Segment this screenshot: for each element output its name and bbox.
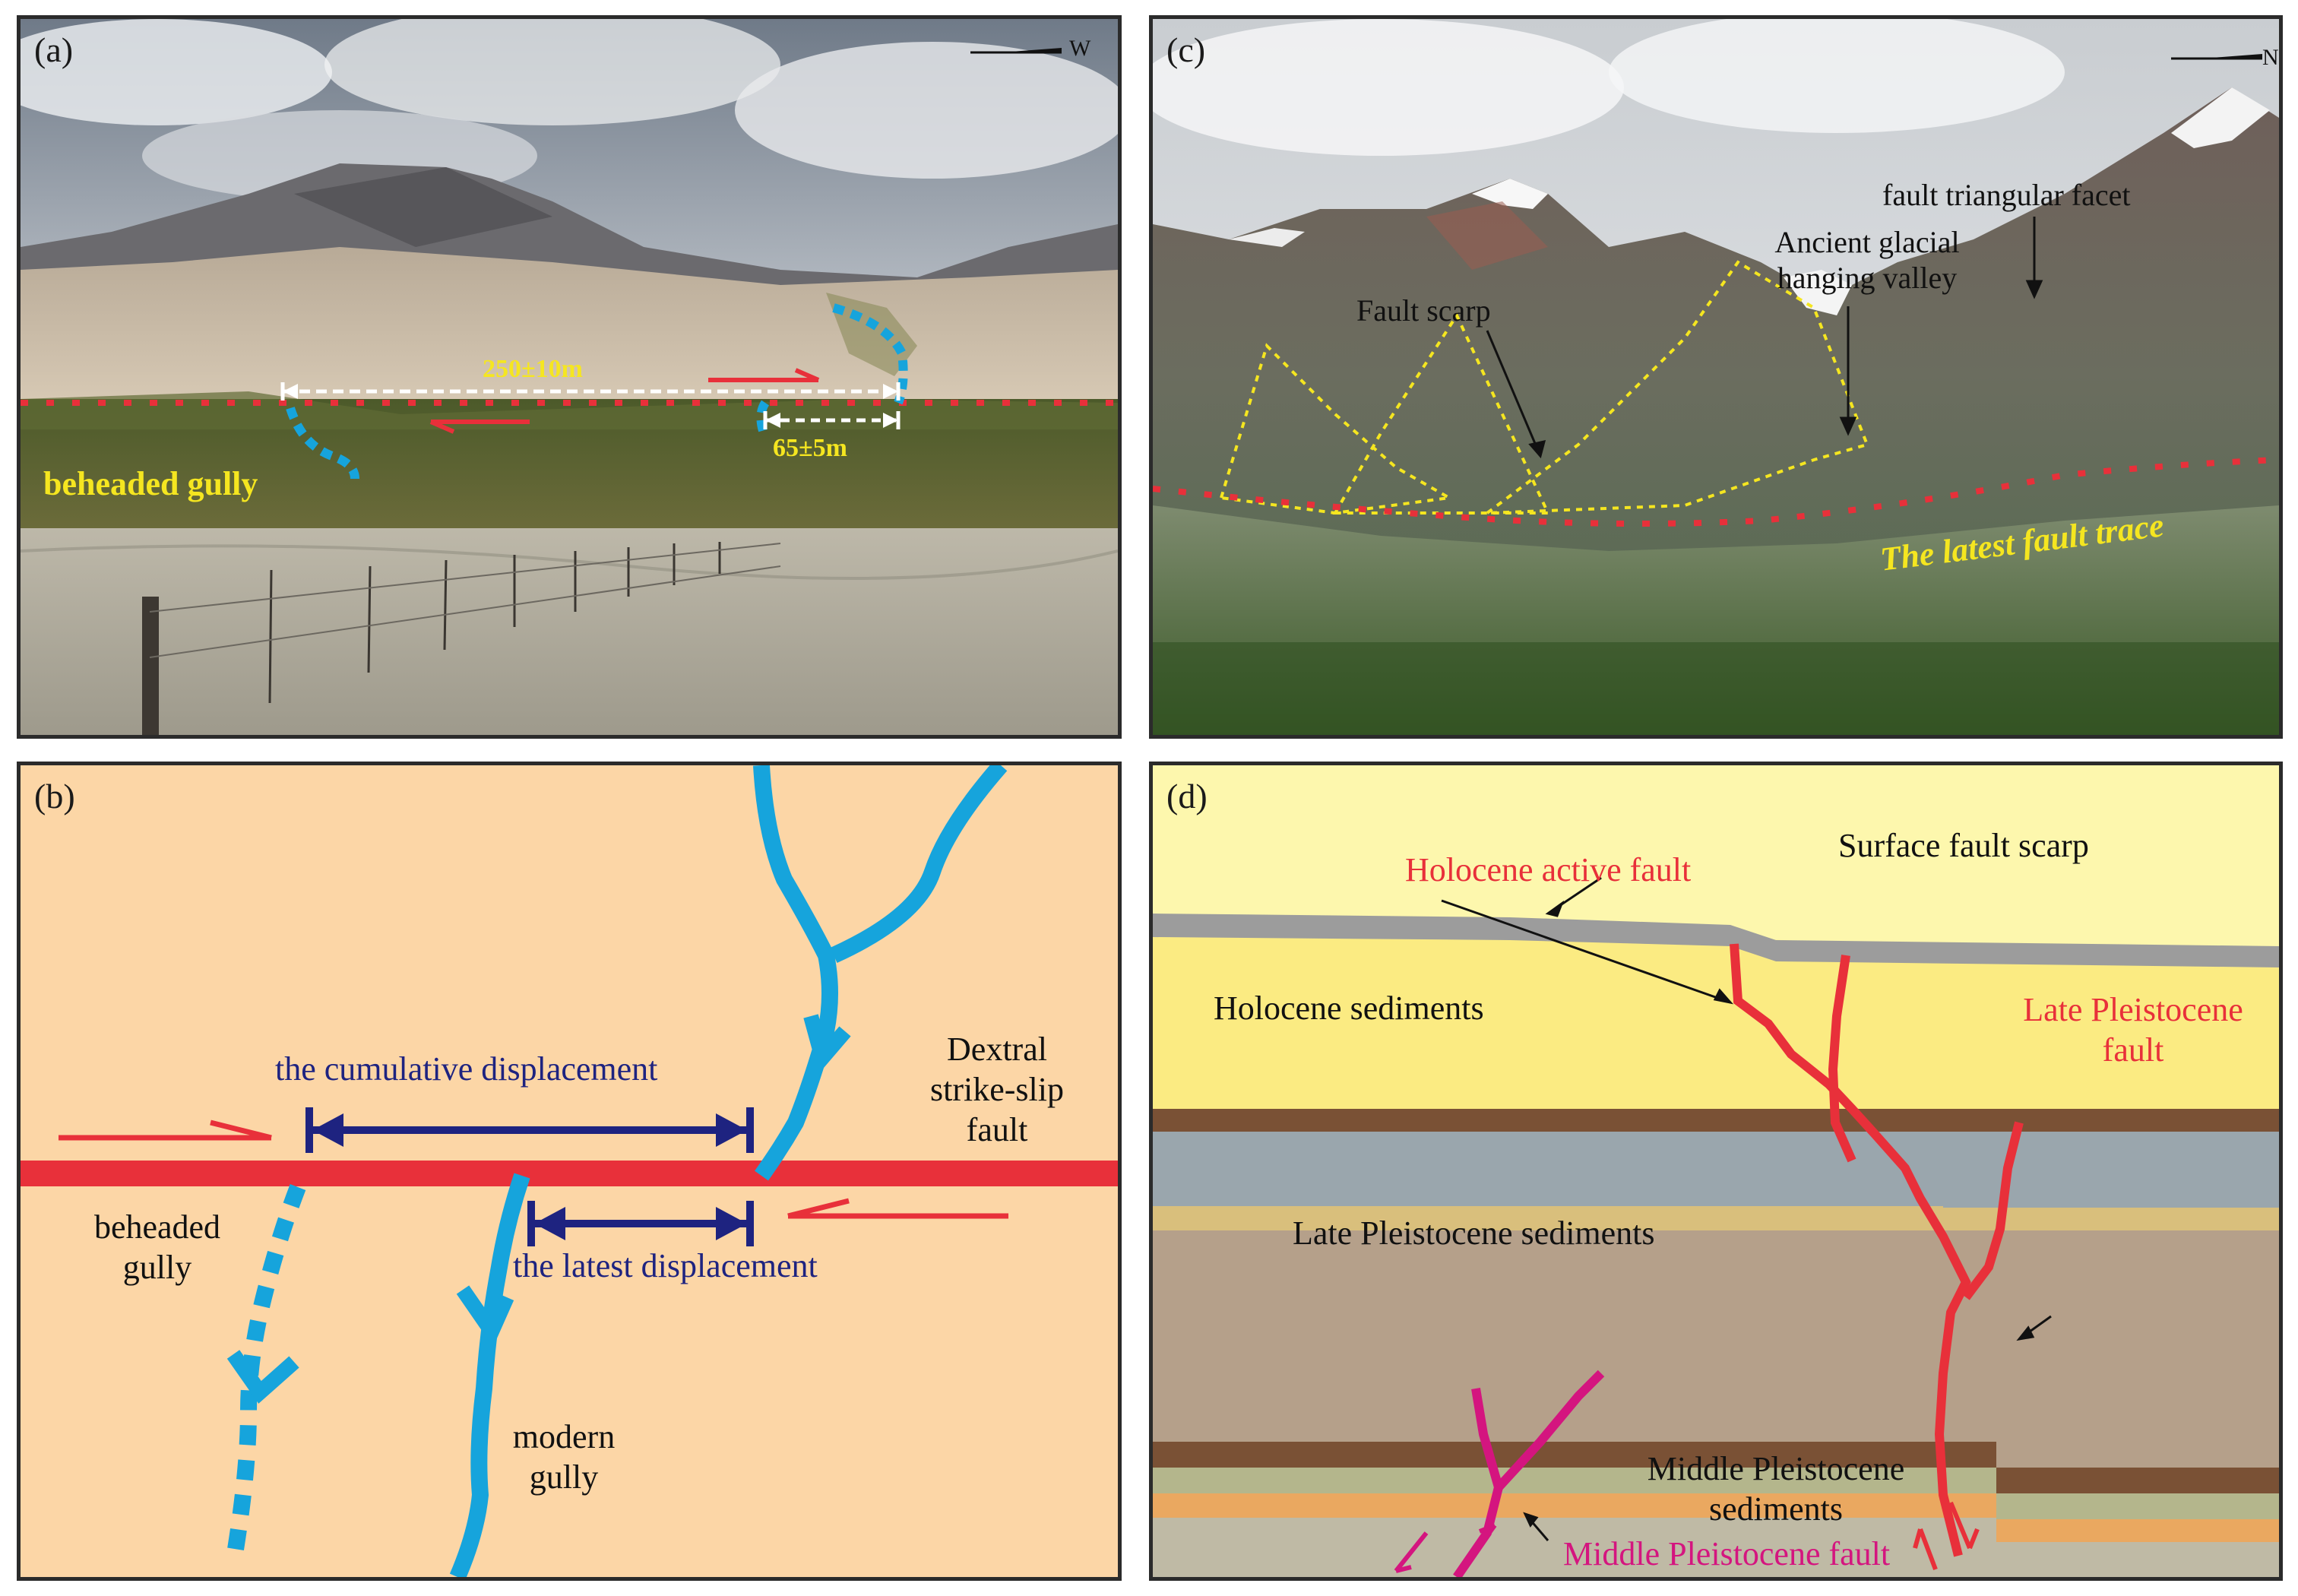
panel-d-cross-section: (d) Surface fault scarp Holocene active … xyxy=(1149,762,2283,1581)
glacial-valley-line-1: Ancient glacial xyxy=(1774,225,1960,259)
late-pleistocene-fault-line xyxy=(1962,1121,2024,1300)
panel-c-photo: (c) N fault triangular facet Ancient gla… xyxy=(1149,15,2283,739)
upper-gully-b xyxy=(753,765,838,1181)
fault-scarp-label: Fault scarp xyxy=(1356,293,1491,328)
latest-displacement-label: the latest displacement xyxy=(513,1247,818,1284)
modern-gully-label: modern gully xyxy=(480,1417,647,1498)
beheaded-gully-trace xyxy=(286,407,359,480)
dextral-fault-label: Dextral strike-slip fault xyxy=(894,1030,1100,1150)
offset-total-label: 250±10m xyxy=(483,355,583,383)
late-pleistocene-fault-line-2: fault xyxy=(2102,1031,2164,1069)
dextral-fault-line-2: strike-slip xyxy=(930,1070,1064,1108)
panel-a-label: (a) xyxy=(34,30,74,69)
late-pleistocene-fault-label: Late Pleistocene fault xyxy=(1974,990,2279,1071)
dextral-fault-line xyxy=(21,1161,1118,1186)
beheaded-gully-b-line-1: beheaded xyxy=(93,1208,221,1246)
holocene-layer xyxy=(1153,931,2279,1109)
beheaded-gully-b-label: beheaded gully xyxy=(59,1208,256,1288)
dextral-fault-line-1: Dextral xyxy=(947,1031,1047,1068)
north-indicator-c: N xyxy=(2262,45,2279,70)
panel-d-label: (d) xyxy=(1166,777,1208,815)
late-pleistocene-layer xyxy=(1153,1230,2279,1442)
late-pleistocene-fault-line-1: Late Pleistocene xyxy=(2023,991,2243,1028)
modern-gully-channel xyxy=(449,1173,530,1577)
panel-b-drawing xyxy=(21,765,1118,1577)
upper-gully-a xyxy=(832,303,908,405)
beheaded-gully-label: beheaded gully xyxy=(43,465,258,502)
north-indicator-a: W xyxy=(1069,36,1091,61)
facet-label: fault triangular facet xyxy=(1882,178,2131,212)
panel-b-label: (b) xyxy=(34,777,75,815)
holocene-active-fault-line xyxy=(1730,943,1971,1557)
offset-latest-label: 65±5m xyxy=(773,434,847,462)
cumulative-displacement-label: the cumulative displacement xyxy=(275,1050,658,1088)
middle-pleistocene-sediments-line-1: Middle Pleistocene xyxy=(1647,1450,1905,1487)
panel-a-photo: (a) W 250±10m 65±5m beheaded gully xyxy=(17,15,1122,739)
modern-gully-line-1: modern xyxy=(512,1418,616,1455)
surface-fault-scarp-label: Surface fault scarp xyxy=(1838,827,2089,864)
holocene-sediments-label: Holocene sediments xyxy=(1214,990,1484,1027)
glacial-valley-label: Ancient glacial hanging valley xyxy=(1708,224,2027,296)
beheaded-gully-channel xyxy=(225,1184,306,1565)
glacial-valley-line-2: hanging valley xyxy=(1777,261,1958,296)
late-pleistocene-sediments-label: Late Pleistocene sediments xyxy=(1293,1214,1655,1252)
modern-gully-line-2: gully xyxy=(529,1458,599,1496)
fault-trace-c xyxy=(1153,457,2279,527)
panel-c-photo-drawing xyxy=(1153,19,2279,735)
middle-pleistocene-fault-label: Middle Pleistocene fault xyxy=(1563,1535,1891,1572)
surface-layer xyxy=(1153,914,2279,967)
holocene-fault-label: Holocene active fault xyxy=(1405,851,1692,888)
panel-b-schematic: (b) the cumulative displacement the late… xyxy=(17,762,1122,1581)
tributary-gully-b xyxy=(830,765,1008,964)
beheaded-gully-b-line-2: gully xyxy=(122,1248,192,1286)
dextral-fault-line-3: fault xyxy=(966,1110,1028,1148)
panel-a-photo-drawing xyxy=(21,19,1118,735)
middle-pleistocene-sediments-label: Middle Pleistocene sediments xyxy=(1594,1449,1958,1530)
panel-c-label: (c) xyxy=(1166,30,1206,69)
panel-d-drawing xyxy=(1153,765,2279,1577)
middle-pleistocene-sediments-line-2: sediments xyxy=(1709,1490,1843,1528)
